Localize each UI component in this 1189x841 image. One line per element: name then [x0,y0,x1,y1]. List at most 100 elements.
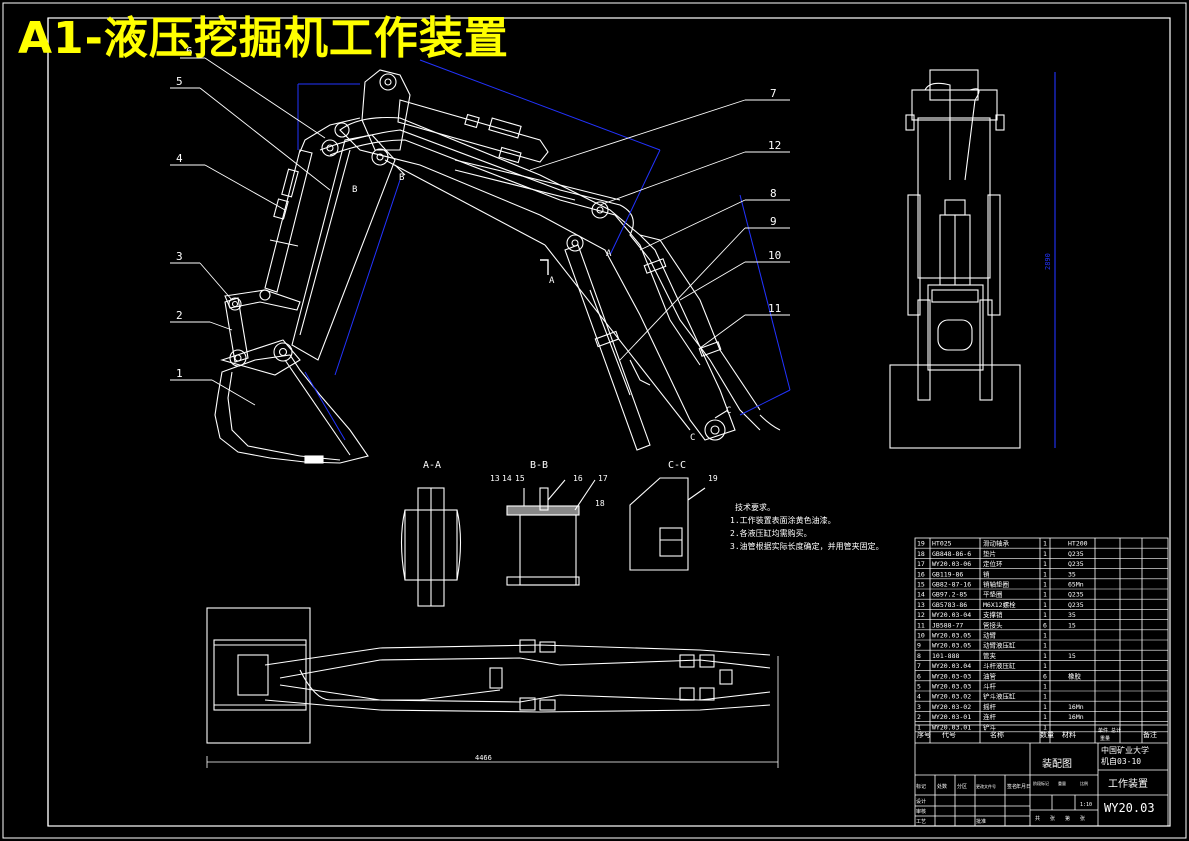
boom-bracket [361,69,411,151]
bom-cell-no: 4 [917,693,921,701]
bom-cell-qty: 6 [1043,621,1047,629]
bom-cell-qty: 1 [1043,611,1047,619]
title-block-weight: 重量 [1058,780,1066,786]
section-aa-label: A-A [423,460,441,471]
section-bb-label: B-B [530,460,548,471]
bom-cell-qty: 1 [1043,662,1047,670]
note-3: 3.油管根据实际长度确定，并用管夹固定。 [730,541,884,551]
bom-cell-code: GB5783-86 [932,601,967,609]
bom-cell-name: 连杆 [983,712,997,721]
section-mark-a: A [549,276,555,286]
bb-label-17: 17 [598,474,608,483]
bom-cell-no: 8 [917,652,921,660]
bom-cell-material: HT200 [1068,540,1088,548]
bom-header-code: 代号 [942,730,956,739]
title-block-row-label-3: 更改文件号 [976,783,996,789]
bom-cell-name: 摇杆 [983,702,997,711]
title-block-stage: 阶段标记 [1033,780,1049,786]
connecting-rod [224,297,249,363]
bom-cell-no: 3 [917,703,921,711]
hose-lines [319,129,761,431]
title-block-sheet-total: 共 [1035,815,1040,822]
bom-cell-material: 35 [1068,570,1076,578]
stick [291,134,396,361]
side-view [889,69,1056,449]
bb-label-14: 14 [502,474,512,483]
bom-cell-code: WY20.03-06 [932,560,971,568]
bom-cell-name: 销轴垫圈 [983,580,1009,589]
bom-cell-code: WY20.03-01 [932,713,971,721]
main-elevation-view [214,59,791,464]
bom-cell-qty: 1 [1043,713,1047,721]
bom-cell-name: 动臂液压缸 [983,641,1016,650]
bom-cell-name: 斗杆液压缸 [983,661,1016,670]
bom-header-name: 名称 [990,730,1004,739]
bom-cell-no: 1 [917,723,921,731]
section-bb [506,479,596,586]
callout-9: 9 [770,215,777,228]
bom-cell-name: 销 [983,569,990,578]
bom-cell-no: 17 [917,560,925,568]
bom-cell-name: 滑动轴承 [983,539,1010,548]
section-aa [400,487,462,607]
title-block-class: 机自03-10 [1101,756,1141,766]
bom-cell-code: HT025 [932,540,952,548]
bb-label-15: 15 [515,474,525,483]
title-block-sheet-unit2: 张 [1080,815,1085,822]
bom-cell-no: 12 [917,611,925,619]
bom-cell-material: Q235 [1068,601,1084,609]
section-mark-a2: A [606,249,612,259]
bom-header-remark: 备注 [1143,730,1157,739]
section-mark-b: B [352,185,357,195]
bom-cell-qty: 1 [1043,703,1047,711]
height-dimension: 2890 [1044,253,1052,270]
bom-cell-qty: 1 [1043,723,1047,731]
bom-cell-name: 斗杆 [983,682,997,691]
arm-cylinder [397,99,549,163]
bom-cell-no: 7 [917,662,921,670]
bb-label-18: 18 [595,499,605,508]
title-block-role-process: 工艺 [916,819,926,825]
callout-10: 10 [768,249,781,262]
bom-cell-no: 13 [917,601,925,609]
callout-3: 3 [176,250,183,263]
bom-cell-no: 2 [917,713,921,721]
callout-7: 7 [770,87,777,100]
bom-header-qty: 数量 [1040,730,1054,739]
bom-cell-qty: 1 [1043,560,1047,568]
bom-cell-code: WY20.03.05 [932,632,971,640]
bom-cell-material: 15 [1068,652,1076,660]
bom-cell-material: 橡胶 [1068,671,1082,680]
title-block-sheet-no: 第 [1065,815,1070,822]
bb-label-16: 16 [573,474,583,483]
title-block-school: 中国矿业大学 [1101,745,1149,755]
bom-cell-name: 管接头 [983,620,1003,629]
bom-header-no: 序号 [917,730,931,739]
bom-cell-qty: 1 [1043,632,1047,640]
bom-cell-qty: 1 [1043,642,1047,650]
bom-cell-no: 15 [917,581,925,589]
bom-cell-name: 铲斗 [983,722,997,731]
bom-cell-qty: 1 [1043,570,1047,578]
title-block-drawing-no: WY20.03 [1104,801,1155,815]
title-block-ratio: 比例 [1080,780,1088,786]
bom-cell-name: 铲斗液压缸 [983,692,1016,701]
notes-heading: 技术要求。 [735,502,775,512]
bom-cell-no: 18 [917,550,925,558]
bom-cell-name: 平垫圈 [983,590,1003,599]
bom-cell-code: WY20.03.03 [932,683,971,691]
title-block-row-label-1: 处数 [937,783,947,790]
title-block-scale: 1:10 [1080,802,1092,808]
bom-cell-name: 油管 [983,671,997,680]
section-mark-b2: B [399,173,404,183]
bom-cell-qty: 1 [1043,652,1047,660]
bom-cell-material: 15 [1068,621,1076,629]
page-title: A1-液压挖掘机工作装置 [18,13,509,64]
bom-cell-material: Q235 [1068,591,1084,599]
overall-length-dimension: 4466 [475,754,492,762]
title-block-role-approve: 批准 [976,818,986,825]
bom-cell-qty: 1 [1043,683,1047,691]
note-2: 2.各液压缸均需购买。 [730,528,812,538]
bom-cell-no: 14 [917,591,925,599]
bom-cell-code: WY20.03.02 [932,693,971,701]
